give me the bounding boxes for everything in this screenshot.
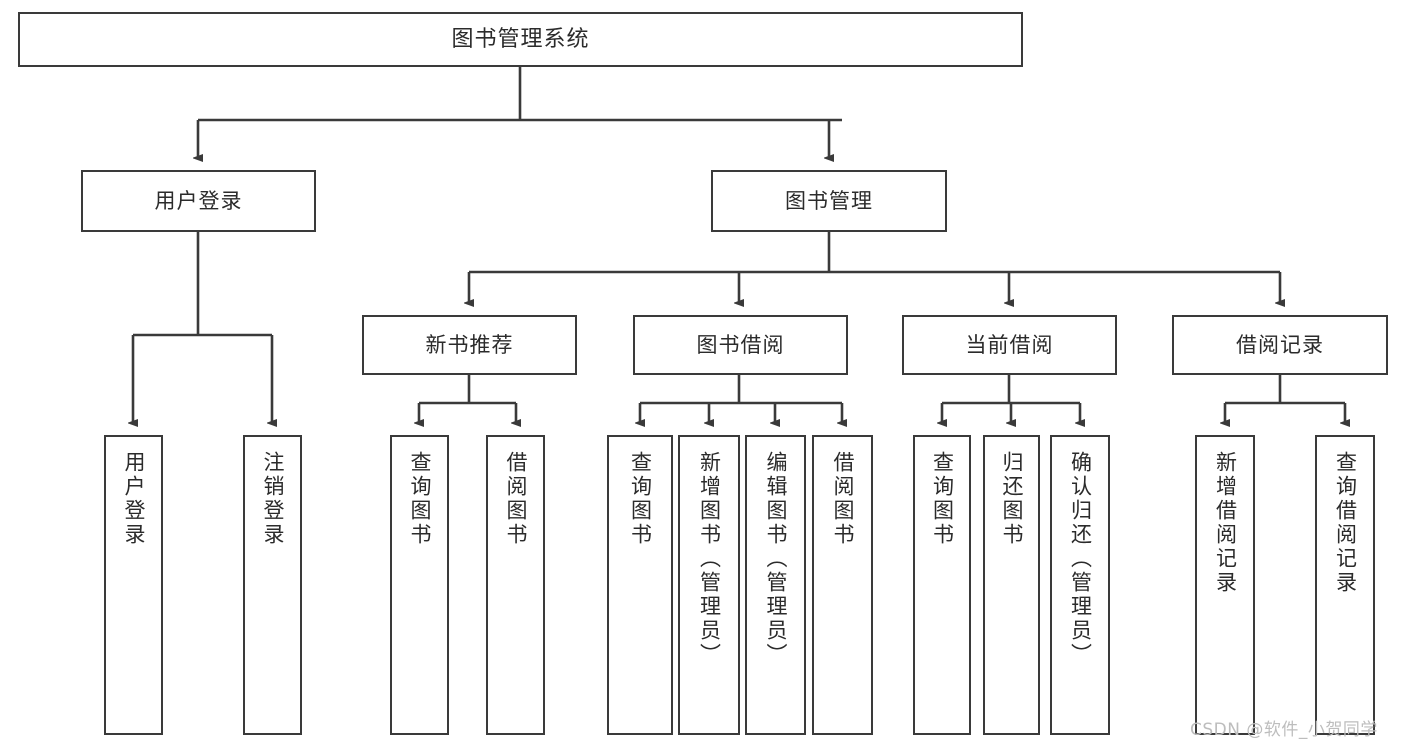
node-label: 图书借阅 <box>696 332 785 357</box>
node-root-system[interactable]: 图书管理系统 <box>18 12 1023 67</box>
node-leaf-add-book-admin[interactable]: 新增图书（管理员） <box>678 435 740 735</box>
node-label: 借阅记录 <box>1236 332 1324 357</box>
node-label: 用户登录 <box>154 188 243 213</box>
node-leaf-borrow-book-recommend[interactable]: 借阅图书 <box>486 435 545 735</box>
node-label: 注销登录 <box>261 451 285 547</box>
node-label: 查询借阅记录 <box>1333 451 1358 595</box>
node-label: 查询图书 <box>930 451 955 547</box>
node-label: 图书管理 <box>785 188 873 213</box>
node-label: 确认归还（管理员） <box>1068 451 1093 667</box>
node-label: 借阅图书 <box>831 451 855 547</box>
node-user-login[interactable]: 用户登录 <box>81 170 316 232</box>
node-label: 新增图书（管理员） <box>697 451 722 667</box>
node-leaf-query-borrow-record[interactable]: 查询借阅记录 <box>1315 435 1375 735</box>
node-label: 当前借阅 <box>965 332 1054 357</box>
node-label: 查询图书 <box>628 451 653 547</box>
node-borrow-records[interactable]: 借阅记录 <box>1172 315 1388 375</box>
node-label: 归还图书 <box>1000 451 1024 547</box>
node-book-management[interactable]: 图书管理 <box>711 170 947 232</box>
node-leaf-confirm-return-admin[interactable]: 确认归还（管理员） <box>1050 435 1110 735</box>
node-label: 借阅图书 <box>504 451 528 547</box>
node-label: 查询图书 <box>408 451 432 547</box>
node-leaf-edit-book-admin[interactable]: 编辑图书（管理员） <box>745 435 806 735</box>
node-label: 新增借阅记录 <box>1213 451 1238 595</box>
node-new-book-recommend[interactable]: 新书推荐 <box>362 315 577 375</box>
node-leaf-return-book[interactable]: 归还图书 <box>983 435 1040 735</box>
node-leaf-add-borrow-record[interactable]: 新增借阅记录 <box>1195 435 1255 735</box>
node-label: 编辑图书（管理员） <box>764 451 788 667</box>
node-book-borrow[interactable]: 图书借阅 <box>633 315 848 375</box>
node-leaf-query-book-borrow[interactable]: 查询图书 <box>607 435 673 735</box>
csdn-watermark: CSDN @软件_小贺同学 <box>1190 720 1378 740</box>
node-leaf-query-book-current[interactable]: 查询图书 <box>913 435 971 735</box>
node-label: 新书推荐 <box>425 332 514 357</box>
node-label: 图书管理系统 <box>451 26 590 52</box>
node-label: 用户登录 <box>122 451 146 547</box>
node-leaf-user-login[interactable]: 用户登录 <box>104 435 163 735</box>
node-leaf-logout[interactable]: 注销登录 <box>243 435 302 735</box>
node-current-borrow[interactable]: 当前借阅 <box>902 315 1117 375</box>
node-leaf-borrow-book[interactable]: 借阅图书 <box>812 435 873 735</box>
node-leaf-query-book-recommend[interactable]: 查询图书 <box>390 435 449 735</box>
